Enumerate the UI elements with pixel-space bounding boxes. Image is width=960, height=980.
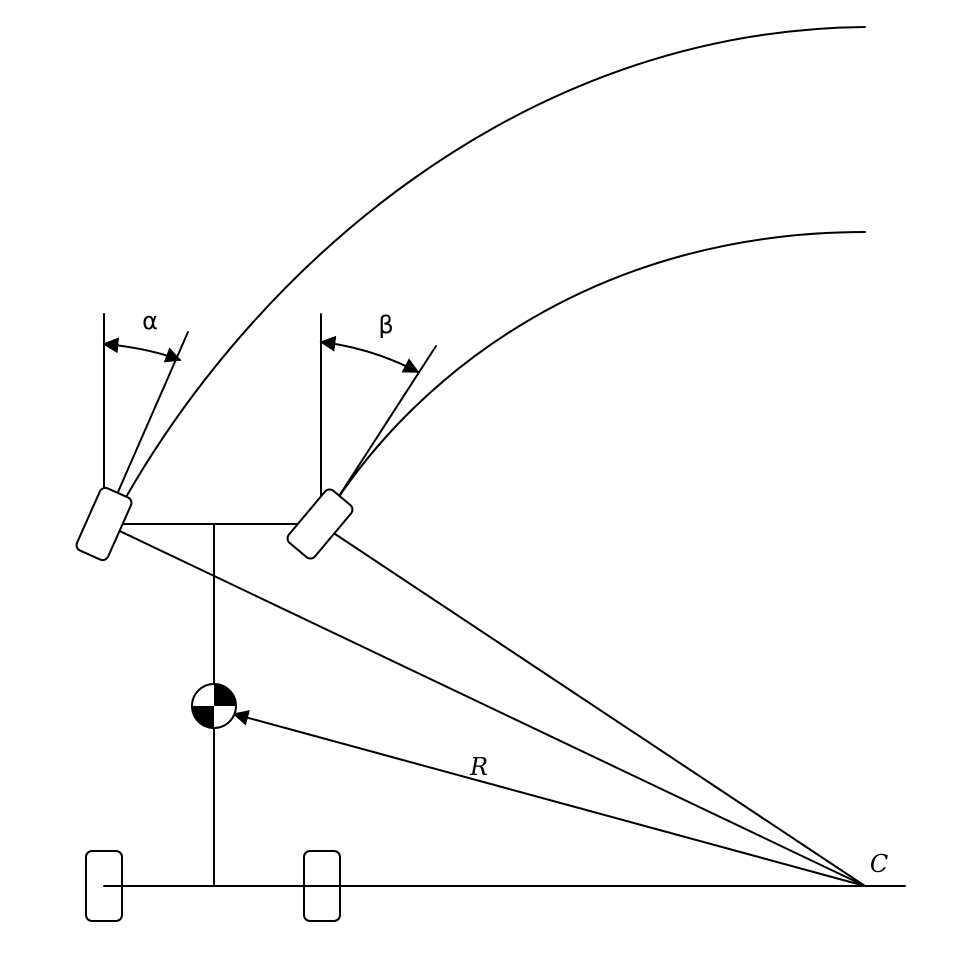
outer-wheel-path-arc <box>115 26 866 516</box>
alpha-angle-arc <box>102 337 182 363</box>
beta-angle-arc <box>319 335 420 373</box>
inner-wheel-path-arc <box>329 231 866 511</box>
beta-wheel-direction-line <box>320 345 437 525</box>
radius-label: R <box>469 753 488 781</box>
front-left-wheel <box>75 486 133 562</box>
center-of-gravity-icon <box>191 683 237 729</box>
beta-label: β <box>378 311 393 339</box>
turning-center-label: C <box>870 850 888 878</box>
inner-wheel-radius-line <box>319 523 866 887</box>
alpha-label: α <box>142 307 158 335</box>
outer-wheel-radius-line <box>104 523 866 887</box>
front-right-wheel <box>286 488 354 560</box>
radius-r-arrow <box>232 710 866 887</box>
